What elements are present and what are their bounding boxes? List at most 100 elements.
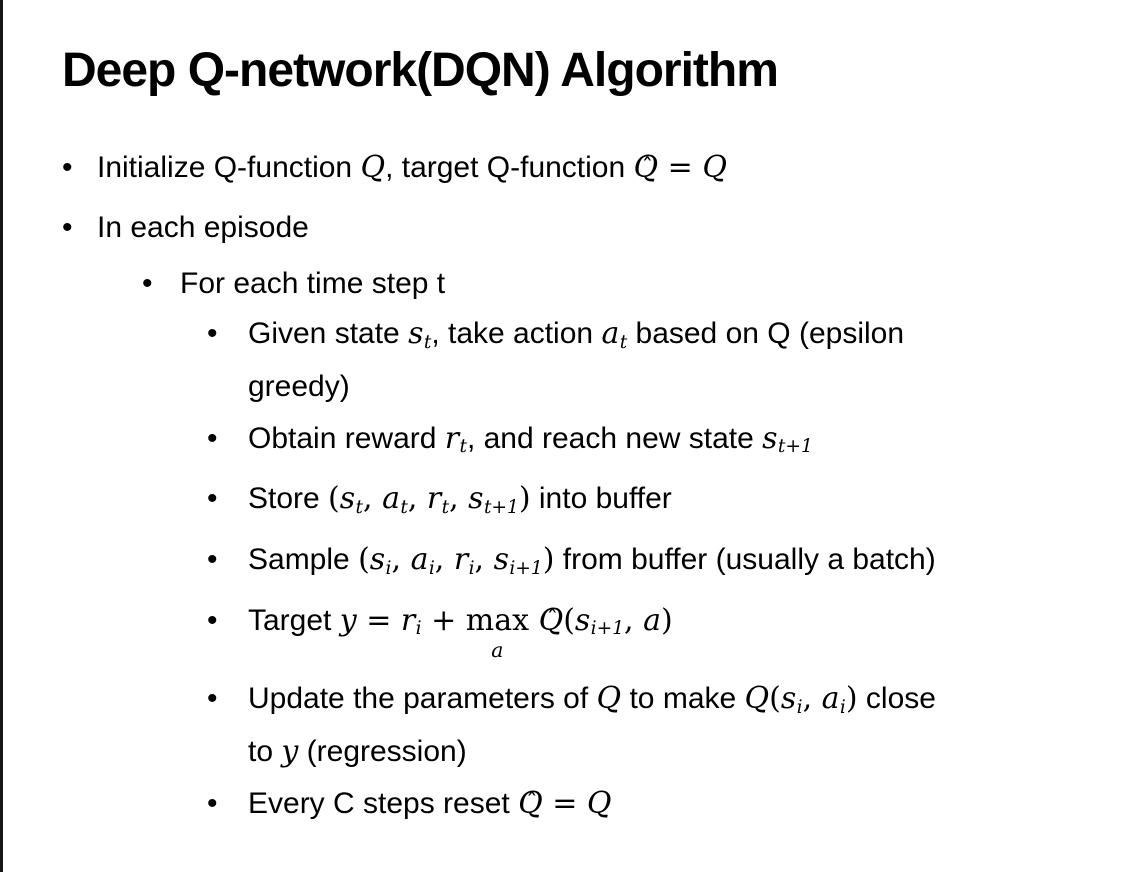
text-run: Store bbox=[248, 482, 329, 516]
math-base: s bbox=[408, 316, 424, 351]
text-run: from buffer (usually a batch) bbox=[554, 542, 936, 576]
text-run: In each episode bbox=[97, 211, 309, 244]
max-under-variable: a bbox=[491, 637, 504, 662]
math-run: ) bbox=[845, 681, 858, 717]
math-subscript: t+1 bbox=[777, 436, 813, 458]
math-base: a bbox=[601, 316, 620, 351]
math-base: r bbox=[444, 420, 460, 456]
math-base: s bbox=[762, 420, 778, 456]
bullet-text: Given state st, take action at based on … bbox=[248, 312, 1112, 409]
math-variable-subscripted: ai bbox=[410, 541, 435, 579]
math-variable: Q bbox=[360, 150, 386, 185]
math-run: = bbox=[658, 150, 703, 185]
math-run: ) bbox=[518, 481, 531, 517]
math-subscript: t+1 bbox=[483, 496, 519, 518]
math-subscript: t bbox=[400, 496, 408, 518]
bullet-dot: • bbox=[207, 482, 218, 516]
math-variable: Q bbox=[744, 681, 770, 717]
bullet-dot: • bbox=[62, 211, 73, 244]
math-subscript: i bbox=[385, 557, 392, 579]
math-base: r bbox=[426, 481, 442, 517]
math-variable-subscripted: st+1 bbox=[468, 481, 519, 518]
text-run: close bbox=[857, 682, 936, 716]
bullet-dot: • bbox=[142, 267, 153, 300]
math-subscript: i bbox=[428, 557, 435, 579]
math-variable-subscripted: si+1 bbox=[493, 541, 543, 579]
bullet-text: Update the parameters of Q to make Q(si,… bbox=[248, 677, 1112, 774]
max-op-label: max bbox=[465, 602, 530, 638]
math-subscript: i bbox=[415, 618, 422, 640]
bullet-dot: • bbox=[62, 151, 73, 184]
math-variable-subscripted: si bbox=[370, 542, 392, 579]
math-base: s bbox=[574, 602, 591, 638]
slide-left-border bbox=[0, 0, 3, 872]
math-subscript: t bbox=[441, 496, 450, 518]
math-variable: Q bbox=[702, 150, 727, 185]
bullet-dot: • bbox=[207, 786, 218, 820]
math-subscript: i bbox=[796, 696, 803, 718]
math-variable-subscripted: st bbox=[340, 481, 363, 518]
text-run: , and reach new state bbox=[466, 421, 763, 455]
text-run: For each time step t bbox=[180, 267, 446, 300]
text-run: to make bbox=[621, 682, 745, 716]
math-run: , bbox=[624, 602, 644, 638]
math-run: ( bbox=[358, 541, 370, 577]
math-variable-subscripted: ai bbox=[821, 681, 846, 718]
math-variable-subscripted: st bbox=[408, 316, 432, 353]
math-subscript: t bbox=[619, 331, 628, 353]
bullet-item: •Sample (si, ai, ri, si+1) from buffer (… bbox=[207, 538, 1112, 591]
math-run: = bbox=[542, 785, 587, 821]
math-variable-subscripted: si+1 bbox=[574, 602, 625, 640]
bullet-text: Obtain reward rt, and reach new state st… bbox=[248, 417, 1112, 470]
math-run: ( bbox=[563, 602, 575, 638]
math-variable-subscripted: at bbox=[382, 481, 408, 518]
math-base: s bbox=[780, 681, 797, 717]
math-base: a bbox=[382, 481, 400, 517]
math-subscript: i bbox=[468, 557, 475, 579]
bullet-item: • Initialize Q-function Q, target Q-funct… bbox=[62, 146, 1112, 190]
math-variable: y bbox=[339, 602, 357, 638]
math-base: r bbox=[400, 602, 416, 638]
math-base: s bbox=[493, 541, 509, 577]
math-variable-subscripted: ri bbox=[400, 602, 422, 640]
math-run: , bbox=[802, 681, 822, 717]
math-base: s bbox=[468, 481, 484, 517]
math-run: ) bbox=[542, 541, 555, 577]
bullet-item: • In each episode bbox=[62, 206, 1112, 250]
math-variable-subscripted: at bbox=[601, 316, 628, 353]
math-base: a bbox=[410, 541, 429, 577]
bullet-dot: • bbox=[207, 317, 218, 350]
bullet-text: For each time step t bbox=[180, 262, 1112, 306]
math-variable: Q bbox=[596, 681, 622, 717]
math-run: , bbox=[391, 541, 411, 577]
math-subscript: i+1 bbox=[590, 618, 625, 640]
bullet-item: •Obtain reward rt, and reach new state s… bbox=[207, 417, 1112, 470]
bullet-dot: • bbox=[207, 603, 218, 637]
slide-title: Deep Q-network(DQN) Algorithm bbox=[62, 44, 779, 97]
hat-accent: ˆ bbox=[641, 152, 654, 181]
text-run: , take action bbox=[431, 317, 602, 350]
text-run: (regression) bbox=[298, 734, 467, 768]
bullet-item: •Store (st, at, rt, st+1) into buffer bbox=[207, 477, 1112, 530]
text-run: Every C steps reset bbox=[248, 786, 519, 820]
bullet-dot: • bbox=[207, 682, 218, 716]
math-variable-subscripted: si bbox=[780, 681, 803, 718]
math-variable: y bbox=[281, 733, 299, 769]
math-subscript: t bbox=[423, 331, 432, 353]
math-run: , bbox=[434, 541, 454, 577]
bullet-item: •Given state st, take action at based on… bbox=[207, 312, 1112, 409]
bullet-list: • Initialize Q-function Q, target Q-funct… bbox=[0, 146, 1112, 834]
math-run: , bbox=[449, 481, 469, 517]
bullet-dot: • bbox=[207, 421, 218, 455]
math-subscript: t bbox=[459, 436, 467, 458]
bullet-text: Initialize Q-function Q, target Q-functi… bbox=[97, 146, 1112, 190]
bullet-text: In each episode bbox=[97, 206, 1112, 250]
math-base: a bbox=[821, 681, 840, 717]
